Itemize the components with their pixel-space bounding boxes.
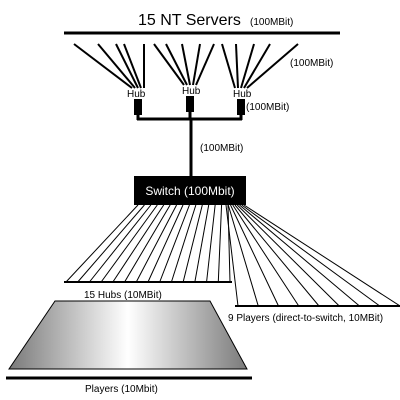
hub-label-1: Hub bbox=[127, 89, 146, 100]
players-label: Players (10Mbit) bbox=[85, 384, 158, 395]
hub-group: Hub Hub Hub bbox=[127, 86, 252, 115]
hub-cable bbox=[77, 204, 145, 283]
switch-label: Switch (100Mbit) bbox=[145, 184, 234, 198]
hub-cable bbox=[182, 204, 203, 283]
direct-player-cable bbox=[239, 204, 360, 307]
direct-player-cable bbox=[225, 204, 239, 307]
hub-cable bbox=[135, 204, 178, 283]
hub-cable bbox=[89, 204, 152, 283]
player-cables bbox=[65, 204, 400, 307]
server-cable bbox=[115, 43, 139, 89]
hub-label-3: Hub bbox=[233, 89, 252, 100]
hub-cable bbox=[170, 204, 197, 283]
hub-cable bbox=[112, 204, 165, 283]
server-cables bbox=[73, 43, 299, 89]
hub-label-2: Hub bbox=[182, 86, 201, 97]
direct-player-cable bbox=[241, 204, 381, 307]
direct-player-cable bbox=[234, 204, 320, 307]
hub-cable bbox=[147, 204, 184, 283]
server-cable bbox=[243, 43, 271, 89]
direct-player-cable bbox=[243, 204, 400, 307]
server-link-label: (100MBit) bbox=[290, 58, 333, 69]
uplink-label: (100MBit) bbox=[200, 143, 243, 154]
hub-2 bbox=[186, 96, 194, 112]
hub-cable bbox=[194, 204, 210, 283]
hub-cable bbox=[206, 204, 216, 283]
server-cable bbox=[97, 43, 136, 89]
server-cable bbox=[73, 43, 133, 89]
server-cable bbox=[192, 43, 201, 86]
hub-cable bbox=[124, 204, 171, 283]
server-cable bbox=[153, 43, 185, 86]
server-cable bbox=[246, 43, 299, 89]
switch-box bbox=[134, 176, 246, 205]
hub-cable bbox=[217, 204, 223, 283]
server-cable bbox=[195, 43, 215, 86]
direct-player-cable bbox=[236, 204, 340, 307]
player-floor bbox=[8, 300, 248, 370]
server-cable bbox=[165, 43, 188, 86]
hub-1 bbox=[134, 99, 142, 115]
hub-cable bbox=[100, 204, 158, 283]
direct-players-label: 9 Players (direct-to-switch, 10MBit) bbox=[228, 313, 383, 324]
direct-player-cable bbox=[232, 204, 300, 307]
server-cable bbox=[240, 43, 255, 89]
hub-cable bbox=[65, 204, 139, 283]
server-cable bbox=[221, 43, 236, 89]
hub-3 bbox=[237, 99, 245, 115]
direct-player-cable bbox=[230, 204, 279, 307]
server-cable bbox=[235, 43, 239, 89]
hub-cable bbox=[159, 204, 190, 283]
server-cable bbox=[181, 43, 191, 86]
player-hubs-label: 15 Hubs (10MBit) bbox=[84, 290, 162, 301]
hub-cable bbox=[227, 204, 231, 283]
server-cable bbox=[123, 43, 142, 89]
hub-link-label: (100MBit) bbox=[246, 102, 289, 113]
servers-title: 15 NT Servers bbox=[138, 12, 241, 29]
servers-title-speed: (100MBit) bbox=[250, 17, 293, 28]
direct-player-cable bbox=[227, 204, 259, 307]
